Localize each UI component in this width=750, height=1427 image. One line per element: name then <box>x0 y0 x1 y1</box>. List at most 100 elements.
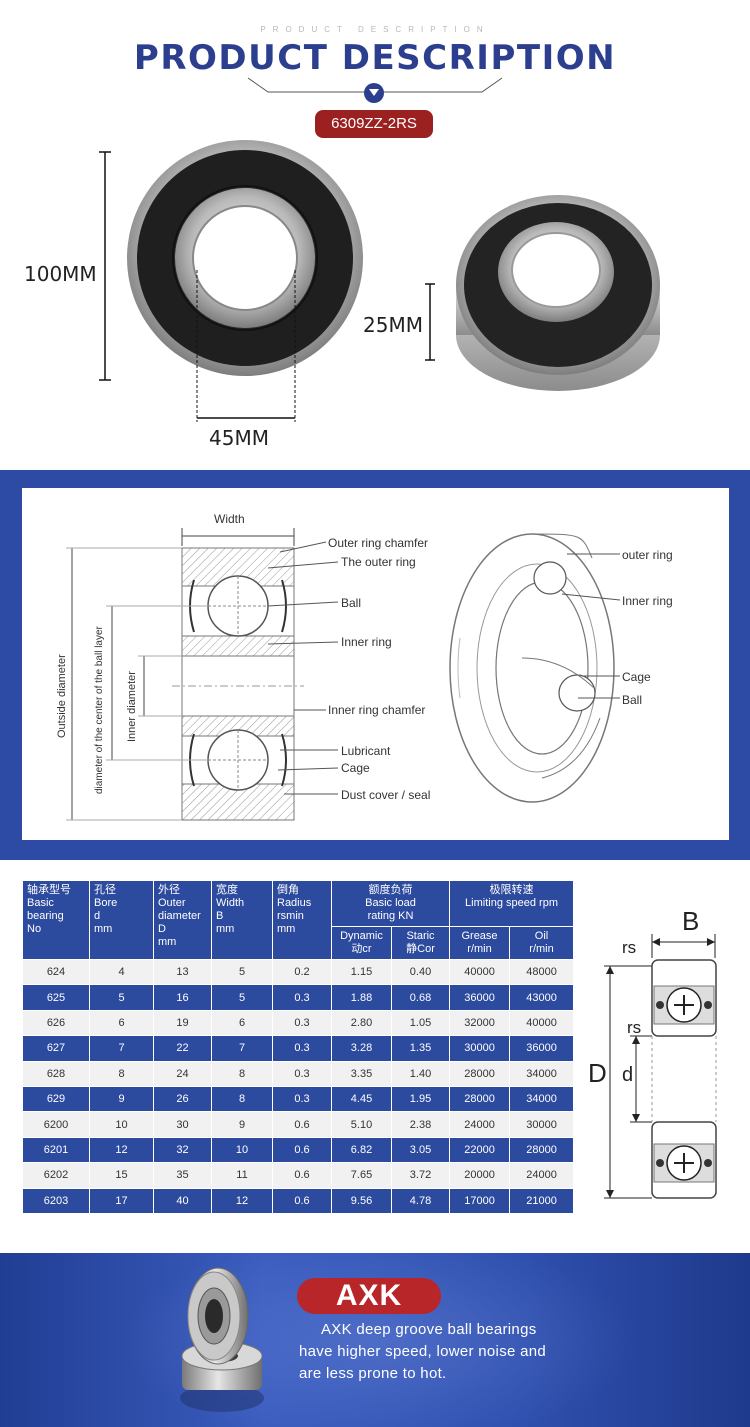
bearing-front-view <box>127 140 363 376</box>
callout-right-outer-ring: outer ring <box>622 548 673 562</box>
table-cell: 4.78 <box>390 1187 451 1214</box>
table-cell: 40000 <box>509 1009 575 1037</box>
table-cell: 0.2 <box>272 958 332 986</box>
table-cell: 20000 <box>449 1162 511 1189</box>
table-cell: 0.68 <box>390 984 451 1011</box>
label-rs-mid: rs <box>627 1018 642 1037</box>
bore-diameter-label: 45MM <box>209 426 269 450</box>
table-cell: 30000 <box>509 1111 575 1138</box>
outer-diameter-label: 100MM <box>24 262 97 286</box>
callout-inner-ring-chamfer: Inner ring chamfer <box>328 703 426 717</box>
table-cell: 0.40 <box>390 958 451 986</box>
label-rs-top: rs <box>622 938 637 957</box>
table-cell: 36000 <box>449 984 511 1011</box>
table-cell: 22 <box>153 1035 212 1062</box>
banner-line-1: AXK deep groove ball bearings <box>321 1321 537 1338</box>
table-cell: 5.10 <box>331 1111 392 1138</box>
table-cell: 40000 <box>449 958 511 986</box>
table-cell: 16 <box>153 984 212 1011</box>
callout-right-inner-ring: Inner ring <box>622 594 673 608</box>
structure-diagram-section: Width Outside diameter diameter of the c… <box>0 470 750 860</box>
table-cell: 6202 <box>22 1162 90 1189</box>
table-cell: 0.3 <box>272 1085 332 1113</box>
banner-line-3: are less prone to hot. <box>299 1365 447 1382</box>
table-cell: 28000 <box>449 1060 511 1087</box>
table-cell: 5 <box>211 984 273 1011</box>
table-cell: 24000 <box>509 1162 575 1189</box>
table-cell: 0.3 <box>272 984 332 1011</box>
table-cell: 1.05 <box>390 1009 451 1037</box>
table-cell: 6203 <box>22 1187 90 1214</box>
table-cell: 0.3 <box>272 1060 332 1087</box>
table-cell: 6200 <box>22 1111 90 1138</box>
table-cell: 34000 <box>509 1085 575 1113</box>
banner-line-2: have higher speed, lower noise and <box>299 1343 547 1360</box>
bearing-angled-view <box>456 195 660 391</box>
table-cell: 5 <box>211 958 273 986</box>
label-d: d <box>622 1064 634 1086</box>
product-description-section: PRODUCT DESCRIPTION PRODUCT DESCRIPTION … <box>0 0 750 460</box>
table-cell: 0.3 <box>272 1009 332 1037</box>
table-cell: 1.95 <box>390 1085 451 1113</box>
table-cell: 13 <box>153 958 212 986</box>
table-cell: 12 <box>211 1187 273 1214</box>
table-cell: 40 <box>153 1187 212 1214</box>
table-cell: 6 <box>211 1009 273 1037</box>
table-cell: 19 <box>153 1009 212 1037</box>
perspective-cutaway <box>449 533 615 803</box>
callout-outer-ring: The outer ring <box>341 555 416 569</box>
cross-section-diagram <box>66 528 621 821</box>
table-cell: 0.3 <box>272 1035 332 1062</box>
table-cell: 1.35 <box>390 1035 451 1062</box>
brand-banner: AXK AXK deep groove ball bearings have h… <box>0 1253 750 1427</box>
table-cell: 6 <box>89 1009 154 1037</box>
table-cell: 1.40 <box>390 1060 451 1087</box>
inner-diameter-callout: Inner diameter <box>126 671 138 742</box>
table-cell: 24000 <box>449 1111 511 1138</box>
table-cell: 32000 <box>449 1009 511 1037</box>
table-cell: 26 <box>153 1085 212 1113</box>
table-cell: 627 <box>22 1035 90 1062</box>
table-cell: 3.72 <box>390 1162 451 1189</box>
table-cell: 629 <box>22 1085 90 1113</box>
table-cell: 17000 <box>449 1187 511 1214</box>
table-cell: 9 <box>211 1111 273 1138</box>
table-cell: 7 <box>211 1035 273 1062</box>
callout-inner-ring: Inner ring <box>341 635 392 649</box>
table-cell: 2.80 <box>331 1009 392 1037</box>
table-cell: 6201 <box>22 1136 90 1164</box>
table-cell: 24 <box>153 1060 212 1087</box>
table-cell: 43000 <box>509 984 575 1011</box>
table-cell: 10 <box>89 1111 154 1138</box>
table-cell: 34000 <box>509 1060 575 1087</box>
label-B: B <box>682 906 700 936</box>
brand-logo: AXK <box>297 1278 441 1314</box>
width-callout: Width <box>214 512 245 526</box>
table-cell: 7.65 <box>331 1162 392 1189</box>
table-cell: 35 <box>153 1162 212 1189</box>
table-cell: 1.15 <box>331 958 392 986</box>
callout-right-ball: Ball <box>622 693 643 707</box>
callout-dust-cover: Dust cover / seal <box>341 788 431 802</box>
table-cell: 48000 <box>509 958 575 986</box>
callout-right-cage: Cage <box>622 670 651 684</box>
table-cell: 15 <box>89 1162 154 1189</box>
